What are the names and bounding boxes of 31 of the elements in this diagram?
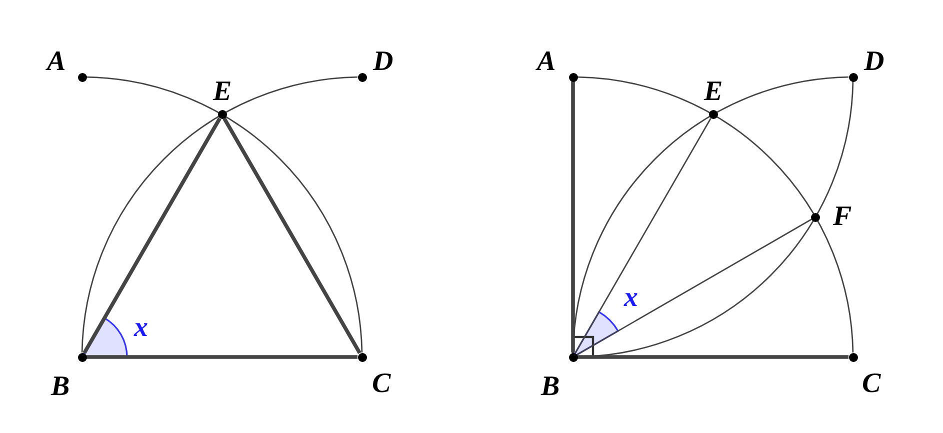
point-dot (358, 72, 366, 82)
point-label: E (704, 78, 723, 106)
angle-label: x (134, 314, 148, 342)
point-label: D (864, 48, 884, 76)
point-dot (848, 72, 858, 82)
point-label: F (833, 203, 852, 231)
line-segment (571, 82, 575, 352)
point-dot (78, 72, 86, 82)
point-dot (708, 110, 718, 119)
point-label: D (373, 48, 394, 76)
line-segment (86, 355, 358, 359)
point-dot (358, 352, 366, 362)
line-segment (82, 117, 222, 354)
point-dot (848, 352, 858, 362)
point-label: E (213, 78, 232, 106)
angle-label: x (624, 284, 638, 312)
point-label: A (537, 48, 556, 76)
point-dot (568, 352, 578, 362)
line-segment (222, 117, 362, 354)
point-dot (218, 110, 226, 119)
point-dot (811, 212, 820, 222)
point-label: C (862, 370, 881, 398)
line-segment (578, 355, 848, 359)
point-label: B (51, 373, 70, 401)
line-segment (576, 218, 812, 356)
point-label: A (47, 48, 66, 76)
point-dot (78, 352, 86, 362)
line-segment (574, 118, 712, 354)
point-dot (568, 72, 578, 82)
point-label: C (372, 370, 391, 398)
point-label: B (541, 373, 560, 401)
